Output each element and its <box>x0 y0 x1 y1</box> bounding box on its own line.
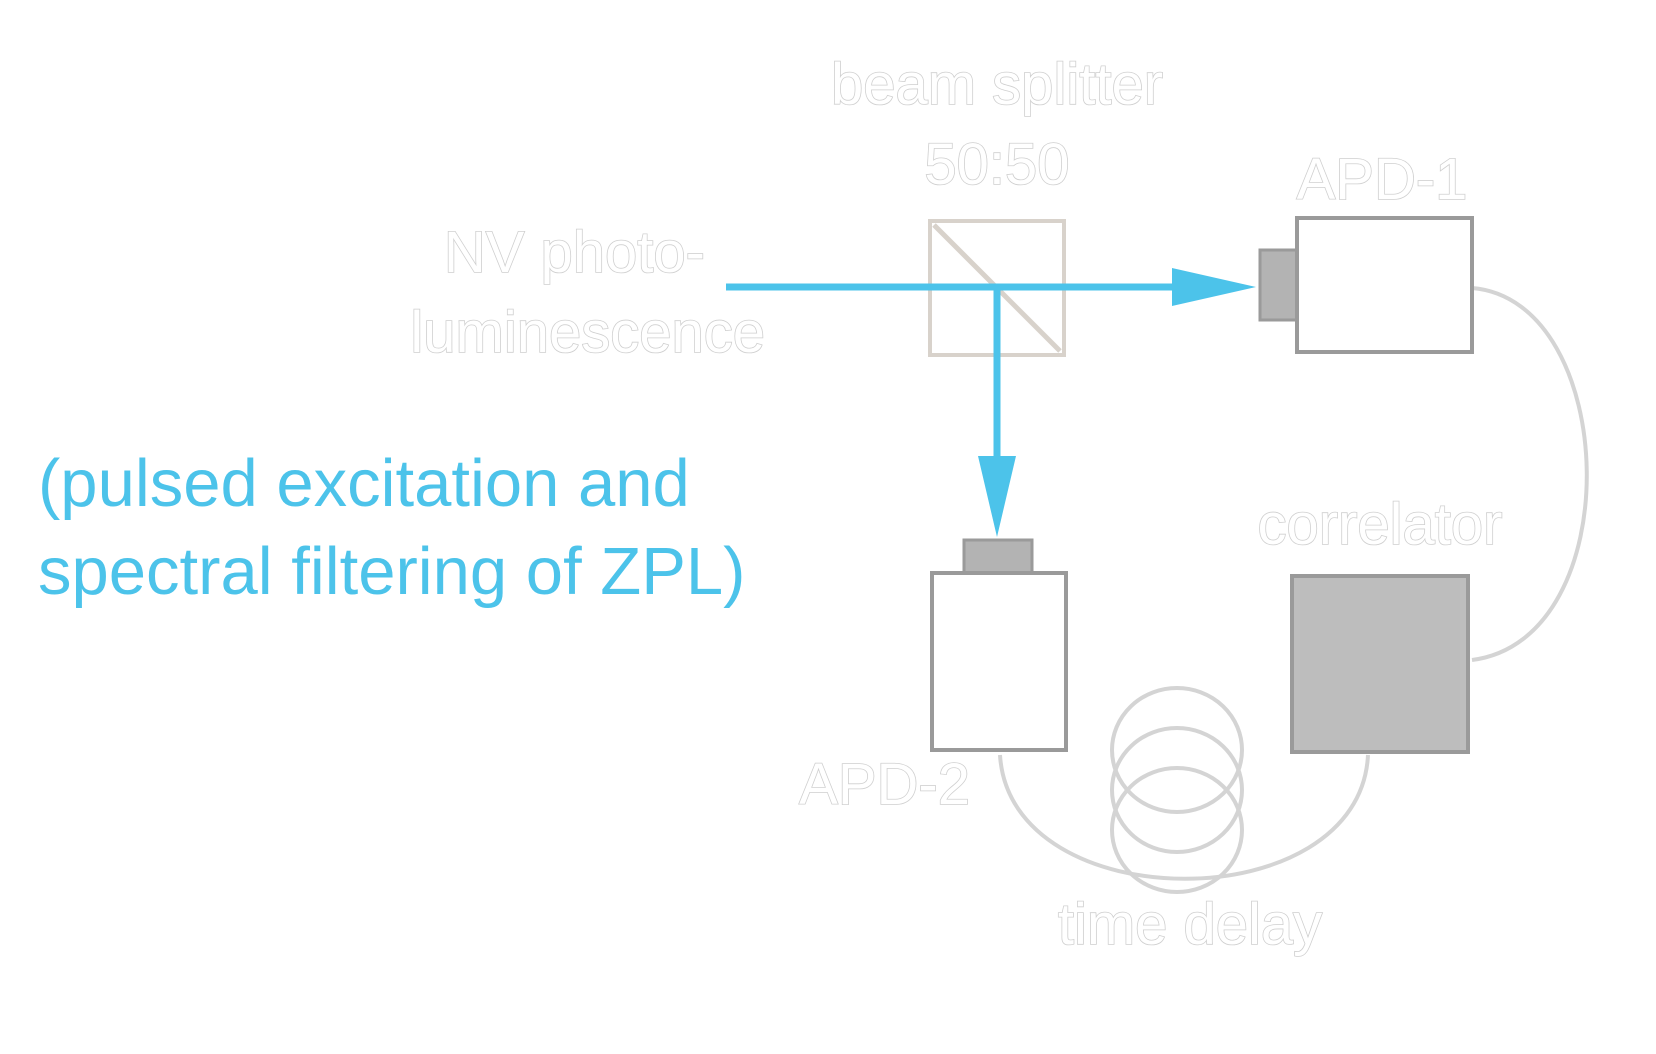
beam-paths <box>726 268 1256 537</box>
beam-splitter-label-line2: 50:50 <box>924 132 1069 197</box>
cable-apd2-correlator <box>998 754 1370 881</box>
source-label-line1: NV photo- <box>444 220 705 285</box>
apd2-label: APD-2 <box>799 752 970 817</box>
apd1-detector <box>1258 216 1474 354</box>
cables <box>998 286 1589 881</box>
note-line1: (pulsed excitation and <box>38 446 690 521</box>
time-delay-label: time delay <box>1058 892 1322 957</box>
correlator-box <box>1290 574 1470 754</box>
apd1-label: APD-1 <box>1297 147 1468 212</box>
beam-splitter-label-line1: beam splitter <box>831 52 1163 117</box>
note-line2: spectral filtering of ZPL) <box>38 534 746 609</box>
excitation-note: (pulsed excitation and spectral filterin… <box>38 446 746 609</box>
cable-apd1-correlator <box>1471 286 1589 662</box>
apd2-detector <box>930 538 1068 752</box>
component-labels: beam splitter 50:50 APD-1 NV photo- lumi… <box>410 51 1504 958</box>
beam-arrowhead-apd2 <box>978 456 1016 537</box>
beam-arrowhead-apd1 <box>1172 268 1256 306</box>
source-label-line2: luminescence <box>410 300 765 365</box>
correlator-label: correlator <box>1258 492 1503 557</box>
time-delay-coil <box>1110 686 1244 894</box>
